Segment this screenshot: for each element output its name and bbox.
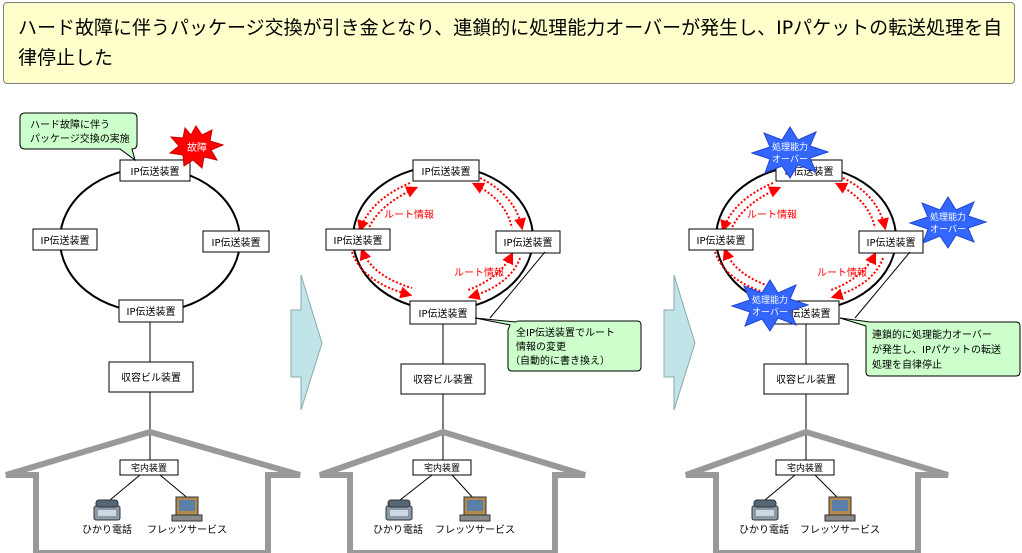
device-label: IP伝送装置	[697, 234, 746, 247]
phone-label: ひかり電話	[739, 523, 789, 536]
ip-device-bottom: IP伝送装置	[409, 300, 477, 325]
callout-line: 連鎖的に処理能力オーバー	[872, 328, 992, 341]
panel-3: ルート情報 ルート情報 IP伝送装置 IP伝送装置 IP伝送装置 IP伝送装置 …	[684, 126, 1021, 553]
route-update-arrows	[351, 177, 526, 300]
link-line	[451, 474, 476, 501]
pc-icon	[824, 496, 856, 522]
home-device: 宅内装置	[775, 459, 835, 476]
callout-pointer	[489, 251, 546, 319]
pc-icon	[171, 496, 203, 522]
overload-burst-bottom: 処理能力 オーバー	[730, 279, 810, 332]
device-label: IP伝送装置	[419, 307, 468, 320]
device-label: 宅内装置	[424, 462, 460, 474]
device-label: 宅内装置	[787, 462, 823, 474]
ip-device-top: IP伝送装置	[412, 159, 480, 182]
callout-line: が発生し、IPパケットの転送	[872, 343, 1001, 356]
device-label: IP伝送装置	[131, 165, 180, 178]
ip-device-right: IP伝送装置	[858, 230, 924, 254]
device-label: IP伝送装置	[785, 165, 834, 178]
header-title: ハード故障に伴うパッケージ交換が引き金となり、連鎖的に処理能力オーバーが発生し、…	[18, 17, 1003, 69]
building-device: 収容ビル装置	[400, 363, 486, 395]
device-label: IP伝送装置	[334, 234, 383, 247]
callout-line: 情報の変更	[516, 340, 566, 353]
callout-line: 処理を自律停止	[872, 358, 942, 371]
overload-label: 処理能力	[772, 141, 808, 153]
package-exchange-callout: ハード故障に伴う パッケージ交換の実施	[19, 112, 138, 162]
ip-device-left: IP伝送装置	[32, 228, 98, 251]
overload-burst-right: 処理能力 オーバー	[908, 196, 988, 249]
flets-label: フレッツサービス	[435, 524, 515, 536]
device-label: IP伝送装置	[867, 236, 916, 249]
link-line	[764, 474, 796, 501]
failure-label: 故障	[187, 141, 207, 154]
pc-icon	[459, 496, 491, 522]
flets-label: フレッツサービス	[800, 524, 880, 536]
callout-pointer	[854, 251, 911, 319]
ip-device-left: IP伝送装置	[688, 228, 754, 251]
device-label: IP伝送装置	[212, 236, 261, 249]
phone-icon	[385, 499, 413, 521]
link-line	[399, 474, 433, 501]
device-label: IP伝送装置	[504, 236, 553, 249]
overload-label: 処理能力	[930, 211, 966, 223]
phone-label: ひかり電話	[82, 523, 132, 536]
route-info-label: ルート情報	[454, 266, 504, 279]
overload-label: オーバー	[930, 224, 966, 235]
link-line	[159, 474, 191, 501]
device-label: 宅内装置	[131, 462, 167, 474]
callout-line: ハード故障に伴う	[30, 118, 110, 131]
ip-device-bottom: IP伝送装置	[118, 299, 184, 323]
route-info-label: ルート情報	[384, 208, 434, 221]
failure-burst: 故障	[168, 125, 225, 169]
phone-icon	[751, 499, 779, 521]
device-label: IP伝送装置	[41, 234, 90, 247]
house-outline	[684, 428, 949, 553]
panel-1: IP伝送装置 IP伝送装置 IP伝送装置 IP伝送装置 収容ビル装置 宅内装置	[5, 112, 301, 553]
transition-arrow	[663, 274, 696, 411]
autonomous-stop-callout: 連鎖的に処理能力オーバー が発生し、IPパケットの転送 処理を自律停止	[839, 251, 1021, 377]
home-device: 宅内装置	[412, 459, 472, 476]
building-device: 収容ビル装置	[763, 363, 849, 395]
callout-line: 全IP伝送装置でルート	[516, 326, 615, 339]
overload-label: 処理能力	[752, 294, 788, 306]
house-outline	[5, 428, 301, 553]
phone-label: ひかり電話	[373, 523, 423, 536]
ip-device-right: IP伝送装置	[495, 230, 561, 254]
panel-2: ルート情報 ルート情報 IP伝送装置 IP伝送装置 IP伝送装置 IP伝送装置 …	[319, 159, 642, 553]
overload-label: オーバー	[772, 154, 808, 165]
transition-arrow	[290, 274, 323, 411]
callout-line: パッケージ交換の実施	[30, 132, 130, 145]
device-label: 収容ビル装置	[776, 373, 836, 386]
ip-device-top: IP伝送装置	[119, 159, 191, 182]
device-label: IP伝送装置	[422, 165, 471, 178]
link-line	[814, 474, 841, 501]
building-device: 収容ビル装置	[108, 361, 194, 393]
route-info-label: ルート情報	[747, 208, 797, 221]
device-label: 収容ビル装置	[121, 371, 181, 384]
link-line	[109, 474, 141, 501]
overload-burst-top: 処理能力 オーバー	[750, 126, 830, 179]
ip-device-left: IP伝送装置	[325, 228, 391, 251]
flets-label: フレッツサービス	[147, 524, 227, 536]
callout-line: （自動的に書き換え）	[510, 354, 610, 367]
house-outline	[319, 428, 586, 553]
route-info-label: ルート情報	[817, 266, 867, 279]
header-banner: ハード故障に伴うパッケージ交換が引き金となり、連鎖的に処理能力オーバーが発生し、…	[3, 2, 1015, 84]
ip-device-right: IP伝送装置	[202, 230, 270, 253]
home-device: 宅内装置	[119, 459, 179, 476]
device-label: IP伝送装置	[127, 305, 176, 318]
overload-label: オーバー	[752, 307, 788, 318]
route-change-callout: 全IP伝送装置でルート 情報の変更 （自動的に書き換え）	[474, 251, 642, 372]
device-label: 収容ビル装置	[413, 373, 473, 386]
phone-icon	[93, 499, 121, 521]
